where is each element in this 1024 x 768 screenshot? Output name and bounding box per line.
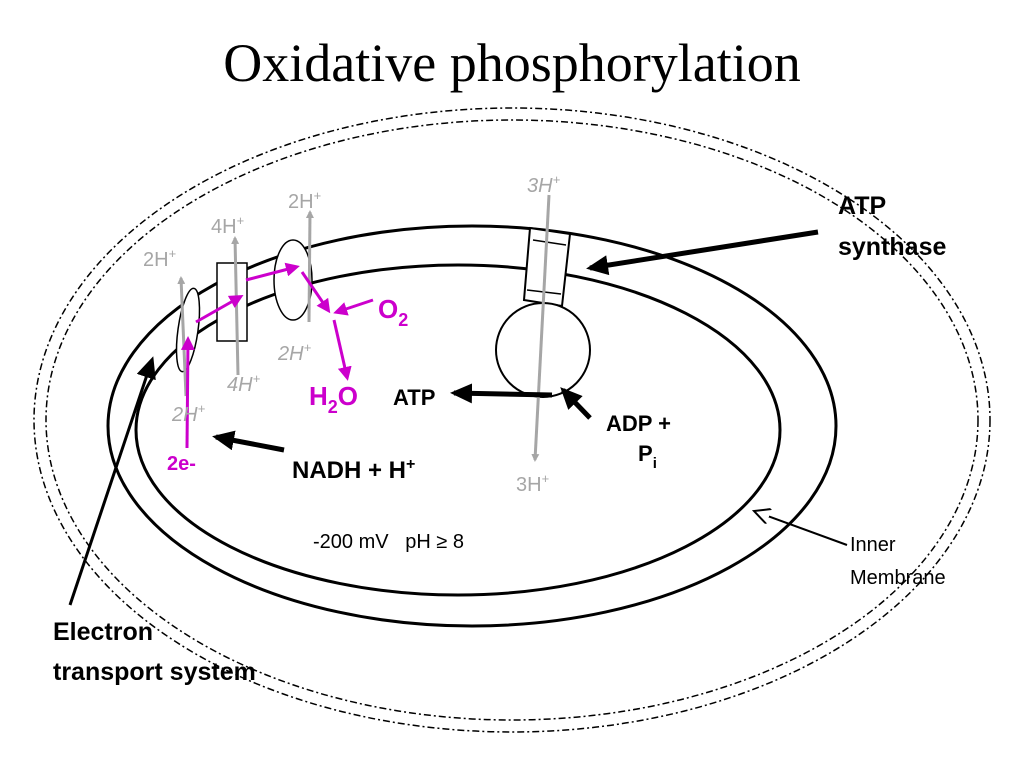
atp-synthase-label-line2: synthase [838,233,946,261]
inner-membrane-inner-leaflet [134,263,782,597]
atp-product-label: ATP [393,385,435,410]
outer-membrane-inner [45,119,979,721]
oxygen-label: O2 [378,294,408,330]
atp-synthase-pointer [586,229,819,276]
black-arrows [212,229,819,453]
h-label-synthase-out: 3H+ [527,172,561,197]
page-title: Oxidative phosphorylation [223,33,801,93]
h-label-complex4-in: 2H+ [277,340,312,365]
water-label: H2O [309,381,358,417]
adp-label-line1: ADP + [606,411,671,436]
adp-label-line2: Pi [638,441,657,472]
nadh-label: NADH + H+ [292,456,415,484]
adp-arrow [560,387,592,420]
complex-iv [273,239,313,321]
outer-membrane-outer [33,107,991,733]
h-label-complex1-in: 2H+ [171,401,206,426]
ets-label-line1: Electron [53,618,153,646]
inner-membrane-outer-leaflet [106,224,838,628]
ets-pointer [68,356,156,606]
electrons-label: 2e- [167,453,196,475]
atp-synthase-label-line1: ATP [838,192,886,220]
electron-path [180,262,374,449]
atp-release-arrow [450,383,553,404]
h-label-complex3-out: 4H+ [211,213,244,238]
h-label-synthase-in: 3H+ [516,471,549,496]
inner-membrane-label-line1: Inner [850,534,896,556]
nadh-arrow [212,430,285,453]
h-label-complex4-out: 2H+ [288,188,321,213]
atp-synthase [495,226,591,398]
matrix-conditions: -200 mV pH ≥ 8 [313,531,464,553]
inner-membrane-label-line2: Membrane [850,567,946,589]
h-label-complex3-in: 4H+ [227,371,261,396]
ets-label-line2: transport system [53,658,256,686]
inner-membrane-pointer [754,511,848,546]
h-label-complex1-out: 2H+ [143,246,176,271]
